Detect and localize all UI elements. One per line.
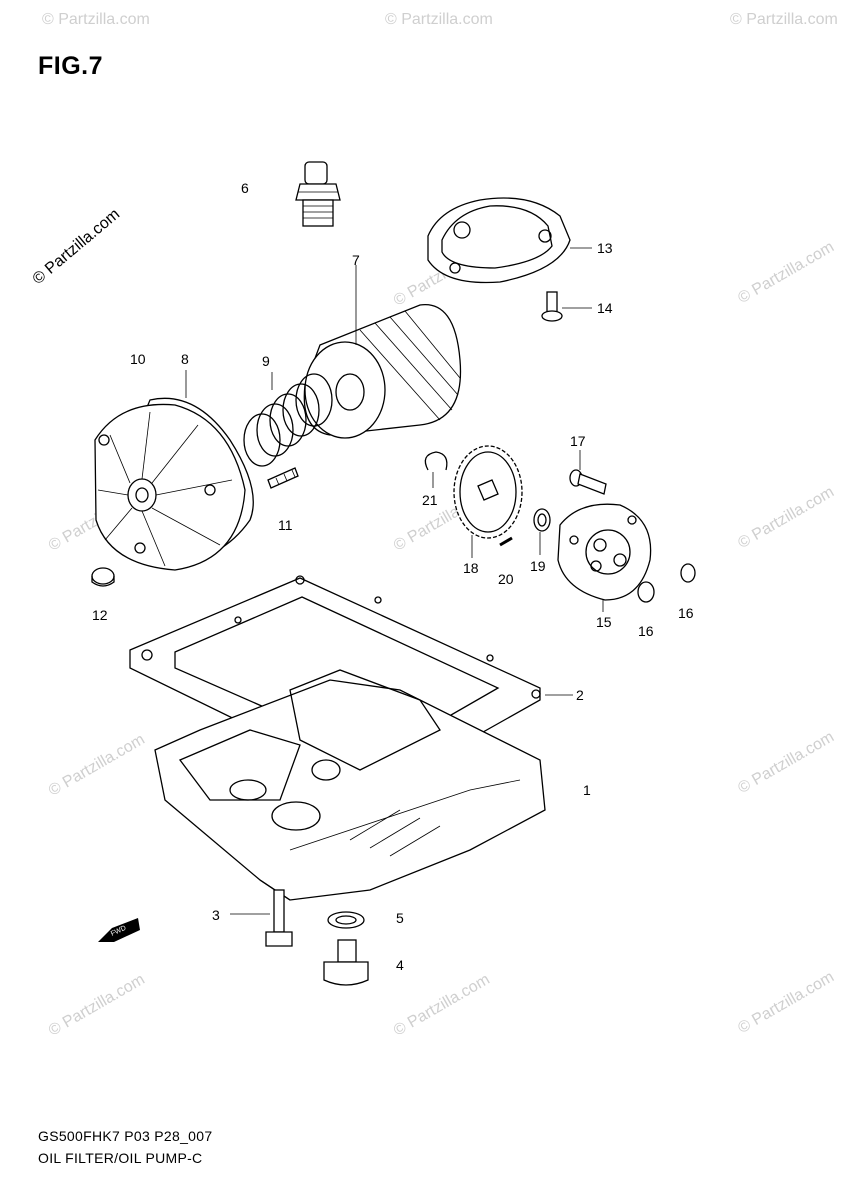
watermark: © Partzilla.com xyxy=(735,483,837,552)
watermark: © Partzilla.com xyxy=(730,11,838,28)
watermark: © Partzilla.com xyxy=(735,728,837,797)
part-6-oil-pressure-switch xyxy=(295,161,341,227)
part-4-drain-plug xyxy=(323,939,369,986)
copyright-watermark: © Partzilla.com xyxy=(30,206,124,288)
callout-label: 11 xyxy=(278,517,293,533)
callout-label: 17 xyxy=(570,433,586,449)
part-13-filter-cover xyxy=(427,197,592,284)
watermark: © Partzilla.com xyxy=(735,238,837,307)
callout-label: 5 xyxy=(396,910,404,926)
part-3-bolt xyxy=(230,889,293,947)
watermark: © Partzilla.com xyxy=(735,968,837,1037)
part-20-pin xyxy=(499,536,513,547)
part-18-oil-pump-gear xyxy=(453,445,523,558)
callout-label: 12 xyxy=(92,607,108,623)
part-16-o-rings xyxy=(637,563,696,603)
part-15-oil-pump xyxy=(557,503,652,612)
part-12-plug xyxy=(91,567,115,587)
callout-label: 6 xyxy=(241,180,249,196)
callout-label: 16 xyxy=(638,623,654,639)
callout-label: 14 xyxy=(597,300,613,316)
callout-label: 2 xyxy=(576,687,584,703)
watermark: © Partzilla.com xyxy=(42,11,150,28)
callout-label: 18 xyxy=(463,560,479,576)
watermark: © Partzilla.com xyxy=(46,971,148,1040)
callout-label: 8 xyxy=(181,351,189,367)
callout-labels: 1 2 3 4 5 6 7 8 9 10 11 12 13 14 15 16 1… xyxy=(92,180,694,973)
watermark: © Partzilla.com xyxy=(391,971,493,1040)
drawing-code: GS500FHK7 P03 P28_007 xyxy=(38,1128,213,1144)
part-11-stud xyxy=(267,467,299,489)
fwd-arrow: FWD xyxy=(98,918,140,942)
callout-label: 16 xyxy=(678,605,694,621)
part-5-washer xyxy=(327,911,365,929)
part-7-oil-filter xyxy=(303,265,462,439)
callout-label: 4 xyxy=(396,957,404,973)
callout-label: 20 xyxy=(498,571,514,587)
part-17-bolt xyxy=(569,450,607,495)
callout-label: 15 xyxy=(596,614,612,630)
callout-label: 13 xyxy=(597,240,613,256)
part-21-circlip xyxy=(424,451,448,488)
watermark: © Partzilla.com xyxy=(385,11,493,28)
callout-label: 1 xyxy=(583,782,591,798)
part-9-spring xyxy=(243,372,333,467)
callout-label: 10 xyxy=(130,351,146,367)
callout-label: 7 xyxy=(352,252,360,268)
part-1-oil-pan xyxy=(154,669,546,901)
part-19-washer xyxy=(533,508,551,555)
callout-label: 21 xyxy=(422,492,438,508)
part-14-bolt xyxy=(541,291,592,322)
callout-label: 3 xyxy=(212,907,220,923)
callout-label: 19 xyxy=(530,558,546,574)
figure-title: FIG.7 xyxy=(38,52,104,80)
part-8-10-filter-cover-gasket xyxy=(94,370,254,571)
callout-label: 9 xyxy=(262,353,270,369)
drawing-name: OIL FILTER/OIL PUMP-C xyxy=(38,1150,203,1166)
watermark: © Partzilla.com xyxy=(46,731,148,800)
